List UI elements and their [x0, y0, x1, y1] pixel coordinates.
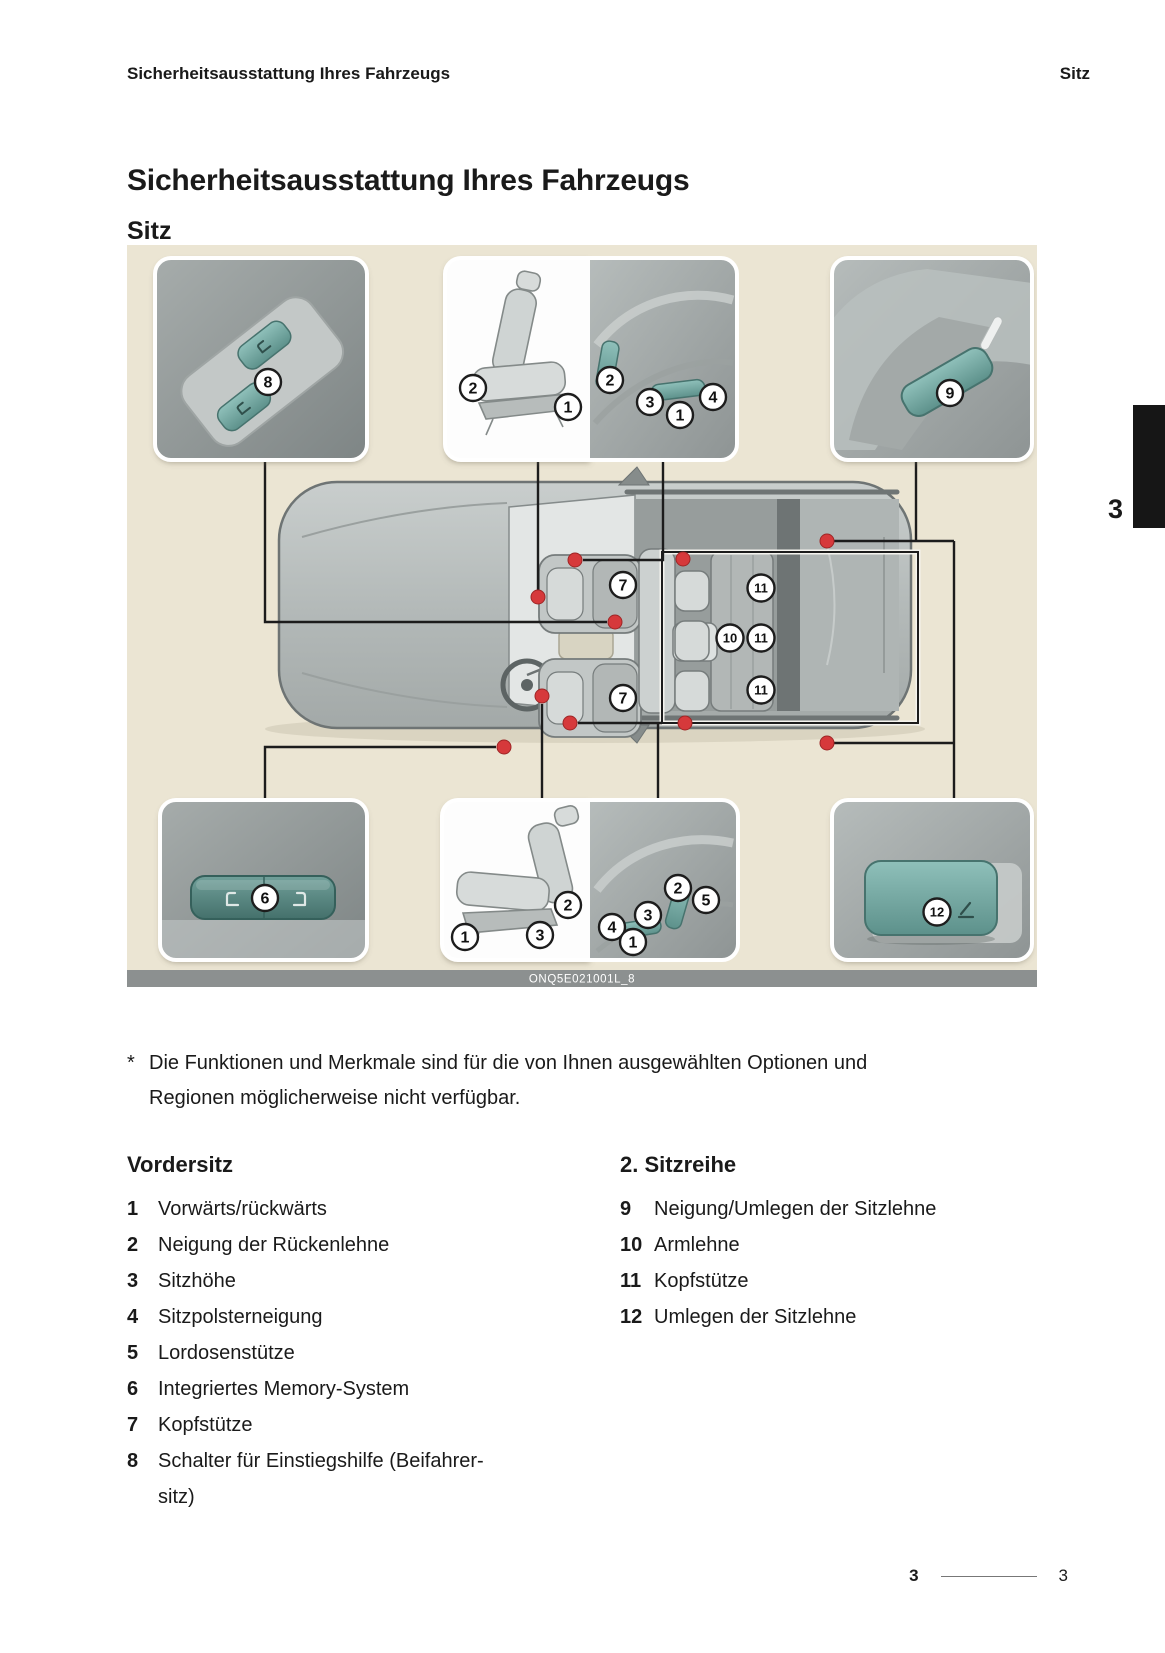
- cargo-divider: [777, 499, 800, 711]
- callout-2: 2: [469, 381, 478, 398]
- callout-1: 1: [676, 408, 685, 425]
- footnote-line-2: Regionen möglicherweise nicht verfügbar.: [149, 1087, 521, 1109]
- fold-seat-icon: [957, 901, 975, 919]
- running-header-right: Sitz: [1059, 64, 1090, 83]
- callout-4: 4: [608, 920, 617, 937]
- callout-9: 9: [946, 386, 955, 403]
- callout-1: 1: [461, 930, 470, 947]
- running-header: Sicherheitsausstattung Ihres Fahrzeugs S…: [127, 64, 1090, 84]
- location-markers: [496, 533, 835, 755]
- seat-icon: [257, 340, 272, 354]
- footnote-marker: *: [127, 1052, 135, 1074]
- callout-5: 5: [702, 893, 711, 910]
- second-row-highlight-box: [659, 549, 921, 726]
- footnote-line-1: Die Funktionen und Merkmale sind für die…: [149, 1052, 868, 1074]
- callout-3: 3: [644, 908, 653, 925]
- callout-3: 3: [646, 395, 655, 412]
- side-mirror-left: [617, 466, 650, 486]
- callout-12: 12: [930, 905, 944, 920]
- hood-crease-lines: [301, 502, 508, 708]
- page-footer: 3 3: [909, 1566, 1068, 1586]
- callout-4: 4: [709, 390, 718, 407]
- footer-chapter-number: 3: [909, 1566, 919, 1585]
- panel-second-row-recline-lever: [830, 256, 1034, 462]
- callout-3: 3: [536, 928, 545, 945]
- page-title: Sicherheitsausstattung Ihres Fahrzeugs: [127, 164, 690, 198]
- seat-icon: [292, 891, 307, 907]
- second-row-heading: 2. Sitzreihe: [620, 1152, 737, 1177]
- callout-11: 11: [754, 581, 768, 596]
- section-subtitle: Sitz: [127, 216, 172, 245]
- panel-memory-system-switch: [158, 798, 369, 962]
- figure-caption: ONQ5E021001L_8: [529, 974, 635, 986]
- seat-icon: [236, 401, 251, 415]
- callout-6: 6: [261, 891, 270, 908]
- cargo-area: [800, 499, 899, 711]
- chapter-tab-number: 3: [1107, 494, 1123, 524]
- callout-7: 7: [619, 691, 628, 708]
- panel-entry-aid-switch: [153, 256, 369, 462]
- footer-page-number: 3: [1058, 1566, 1068, 1585]
- front-seat-heading: Vordersitz: [127, 1152, 233, 1177]
- callout-8: 8: [264, 375, 273, 392]
- callout-2: 2: [564, 898, 573, 915]
- car-top-view: [265, 466, 925, 744]
- rear-headrest: [674, 570, 710, 612]
- seat-icon: [225, 891, 240, 907]
- panel-seatback-fold-switch: [830, 798, 1034, 962]
- panel-front-seat-controls: [443, 256, 739, 462]
- callout-11: 11: [754, 631, 768, 646]
- callout-2: 2: [606, 373, 615, 390]
- callout-2: 2: [674, 881, 683, 898]
- seat-diagram-svg: ONQ5E021001L_8 8 2 1 2 3 1 4 9 7 7 11 10…: [127, 245, 1037, 987]
- running-header-left: Sicherheitsausstattung Ihres Fahrzeugs: [127, 64, 451, 83]
- callout-10: 10: [723, 631, 737, 646]
- callout-connector-lines: [263, 460, 956, 800]
- callout-1: 1: [564, 400, 573, 417]
- figure-footnote: * Die Funktionen und Merkmale sind für d…: [127, 1046, 1054, 1116]
- chapter-tab: [1133, 405, 1165, 528]
- callout-circles: 8 2 1 2 3 1 4 9 7 7 11 10 11 11 6 1 3 2 …: [250, 365, 965, 957]
- lever-strap: [980, 316, 1003, 351]
- callout-1: 1: [629, 935, 638, 952]
- figure-caption-bar: [127, 970, 1037, 987]
- seat-overview-figure: ONQ5E021001L_8 8 2 1 2 3 1 4 9 7 7 11 10…: [127, 245, 1037, 987]
- callout-7: 7: [619, 578, 628, 595]
- rear-bench-cushion: [638, 548, 676, 714]
- panel-driver-seat-controls: [440, 798, 740, 962]
- footer-divider: [940, 1575, 1037, 1577]
- callout-11: 11: [754, 683, 768, 698]
